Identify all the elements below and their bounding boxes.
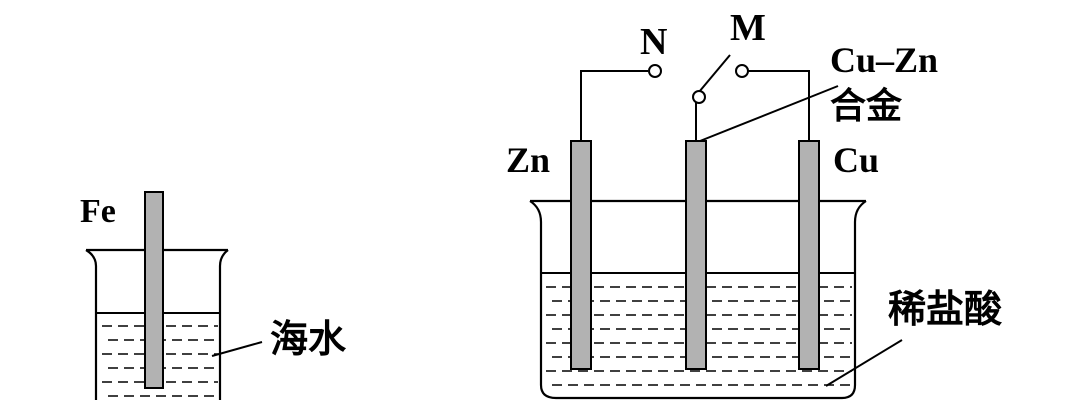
zn-electrode-label: Zn bbox=[506, 140, 550, 180]
cu-electrode bbox=[798, 140, 820, 370]
seawater-label: 海水 bbox=[270, 317, 347, 361]
fe-electrode bbox=[144, 191, 164, 389]
terminal-cu-side bbox=[735, 64, 749, 78]
zn-electrode bbox=[570, 140, 592, 370]
switch-pivot bbox=[692, 90, 706, 104]
switch-m-label: M bbox=[730, 7, 766, 49]
cu-zn-alloy-electrode bbox=[685, 140, 707, 370]
alloy-label-line2: 合金 bbox=[830, 85, 903, 127]
fe-electrode-label: Fe bbox=[80, 193, 116, 230]
terminal-n-label: N bbox=[640, 21, 667, 63]
left-apparatus: Fe 海水 bbox=[80, 191, 347, 400]
dilute-hcl-label: 稀盐酸 bbox=[888, 287, 1003, 331]
hcl-leader-line bbox=[825, 339, 903, 387]
terminal-n bbox=[648, 64, 662, 78]
seawater-leader-line bbox=[211, 341, 263, 357]
switch-m-blade bbox=[698, 54, 731, 93]
alloy-label-line1: Cu–Zn bbox=[830, 40, 938, 80]
circuit-wires bbox=[580, 54, 810, 141]
alloy-leader-line bbox=[699, 85, 839, 142]
right-apparatus: N M Cu–Zn 合金 Zn Cu 稀盐酸 bbox=[506, 7, 1003, 400]
cu-electrode-label: Cu bbox=[833, 140, 879, 180]
